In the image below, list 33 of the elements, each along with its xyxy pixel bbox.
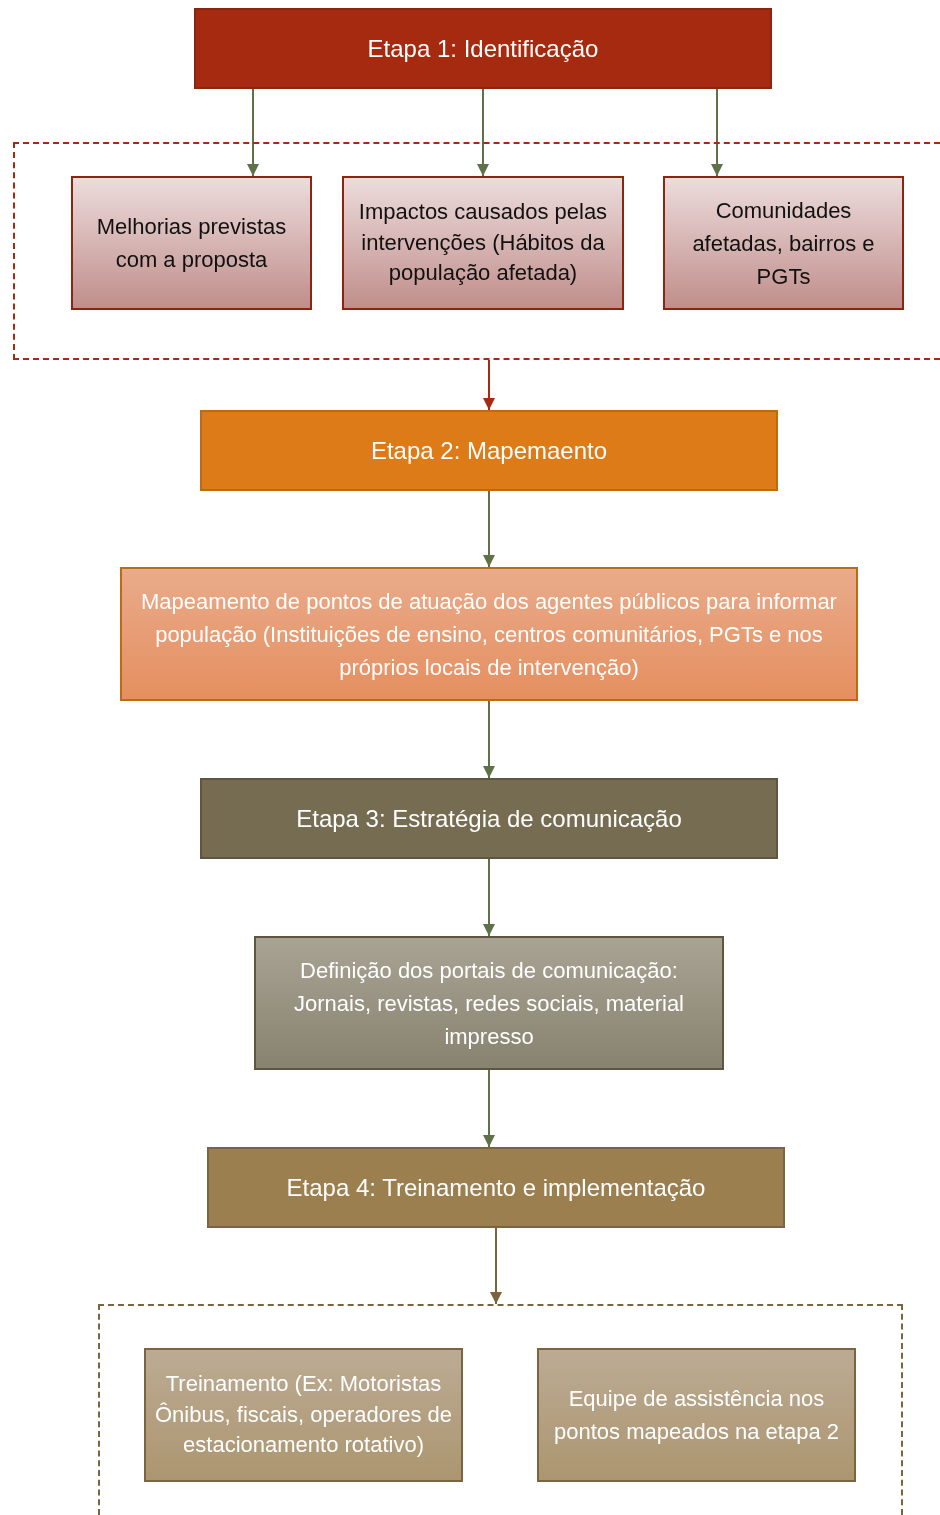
stage-box: [200, 778, 778, 859]
box-text: Etapa 4: Treinamento e implementação: [285, 1172, 707, 1203]
box-text: Definição dos portais de comunicação: Jornais, revistas, redes sociais, material impresso: [293, 956, 685, 1051]
process-box: [71, 176, 312, 310]
arrow: [483, 490, 495, 568]
arrow: [483, 359, 495, 411]
stage-box: [200, 410, 778, 491]
arrow: [483, 858, 495, 937]
process-box: [342, 176, 624, 310]
stage-box: [207, 1147, 785, 1228]
box-text: Melhorias previstas com a proposta: [95, 213, 288, 274]
process-box: [537, 1348, 856, 1482]
process-box: [144, 1348, 463, 1482]
arrow: [477, 88, 489, 177]
arrow: [490, 1227, 502, 1305]
box-text: Treinamento (Ex: Motoristas Ônibus, fiscais, operadores de estacionamento rotativo): [153, 1369, 454, 1460]
box-text: Equipe de assistência nos pontos mapeados na etapa 2: [553, 1385, 840, 1446]
process-box: [254, 936, 724, 1070]
box-text: Etapa 1: Identificação: [366, 33, 600, 64]
dashed-group-frame: [98, 1304, 903, 1515]
arrow: [483, 700, 495, 779]
box-text: Etapa 3: Estratégia de comunicação: [295, 803, 683, 834]
arrow: [483, 1069, 495, 1148]
process-box: [120, 567, 858, 701]
process-box: [663, 176, 904, 310]
dashed-group-frame: [13, 142, 940, 360]
box-text: Comunidades afetadas, bairros e PGTs: [691, 196, 876, 291]
arrow: [247, 88, 259, 177]
box-text: Mapeamento de pontos de atuação dos agentes públicos para informar população (Instituições de ensino, centros comunitários, PGTs e nos próprios locais de intervenção): [140, 587, 838, 682]
box-text: Impactos causados pelas intervenções (Hábitos da população afetada): [357, 197, 609, 288]
stage-box: [194, 8, 772, 89]
arrow: [711, 88, 723, 177]
box-text: Etapa 2: Mapemaento: [369, 435, 609, 466]
